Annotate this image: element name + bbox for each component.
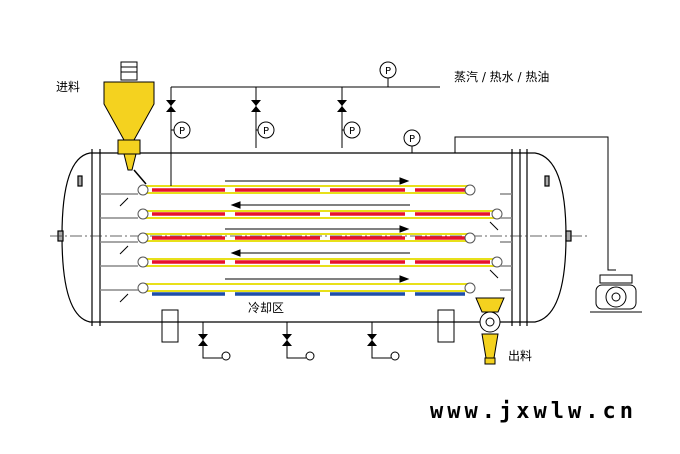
discharge-label: 出料 [508,349,532,363]
pressure-gauge-3: P [342,121,361,139]
svg-text:P: P [349,126,355,137]
feed-label: 进料 [56,80,80,94]
scraper-blades [119,197,499,303]
pressure-gauge-2: P [256,121,275,139]
drain-valves [198,334,377,346]
steam-valves [166,100,347,112]
feed-hopper [103,61,155,185]
pressure-gauge-1: P [171,121,191,139]
pressure-gauge-vessel: P [403,129,421,153]
svg-text:P: P [263,126,269,137]
svg-text:P: P [385,66,391,77]
condensate-drains [202,322,400,361]
svg-text:P: P [179,126,185,137]
svg-text:P: P [409,134,415,145]
vessel-supports [161,309,455,343]
cooling-zone-label: 冷却区 [248,301,284,315]
pressure-gauge-header: P [379,61,397,80]
discharge-outlet [475,297,505,365]
steam-label: 蒸汽 / 热水 / 热油 [454,69,549,84]
conveyor-belts [143,185,497,292]
belt-direction-arrows [225,177,410,283]
roller-shafts [100,193,512,291]
steam-supply-piping [170,80,440,186]
pressure-gauges: P P P P P [171,61,421,153]
heating-plates [152,188,490,296]
vacuum-line [454,136,616,271]
website-watermark: www.jxwlw.cn [430,399,637,424]
belt-rollers [137,184,503,294]
vacuum-pump [590,274,642,313]
